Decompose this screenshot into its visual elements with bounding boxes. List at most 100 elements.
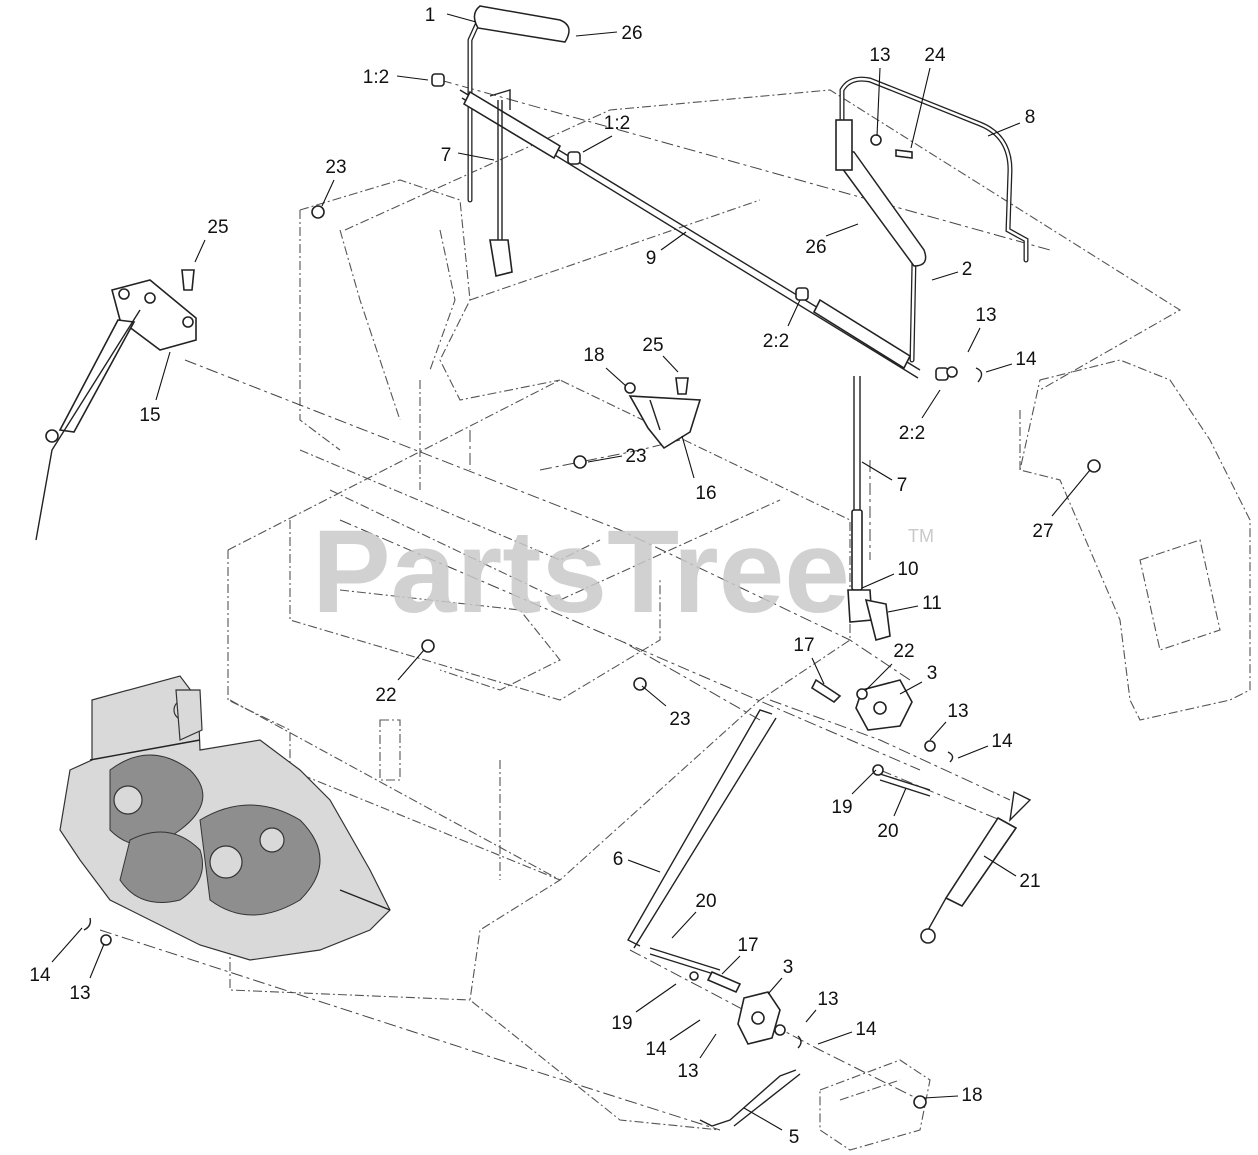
callout-label: 6: [613, 849, 624, 870]
callout-leader: [985, 363, 1013, 373]
callout-label: 2: [962, 259, 973, 280]
left-damper-assembly: [35, 269, 197, 541]
transaxle-drive-unit: [59, 675, 391, 961]
callout-leader: [861, 573, 895, 589]
callout-label: 26: [805, 237, 826, 258]
callout-label: 20: [695, 891, 716, 912]
callout-leader: [743, 1107, 783, 1131]
callout-leader: [457, 152, 495, 161]
callout-label: 23: [625, 446, 646, 467]
callout-label: 14: [1015, 349, 1037, 370]
callout-leader: [899, 681, 923, 695]
callout-leader: [671, 911, 697, 939]
u-linkage-rod: [699, 1069, 801, 1127]
callout-label: 14: [991, 731, 1013, 752]
callout-label: 13: [677, 1061, 698, 1082]
callout-label: 8: [1025, 107, 1036, 128]
callout-leader: [967, 327, 981, 353]
callout-label: 2:2: [899, 423, 925, 444]
callout-leader: [865, 663, 893, 691]
callout-leader: [582, 135, 613, 153]
callout-leader: [805, 1009, 817, 1023]
callout-label: 9: [646, 248, 657, 269]
callout-label: 7: [441, 145, 452, 166]
callout-leader: [396, 75, 429, 81]
callout-label: 25: [207, 217, 228, 238]
control-rod-upper: [489, 100, 513, 277]
callout-label: 15: [139, 405, 160, 426]
callout-leader: [641, 685, 667, 707]
callout-leader: [811, 657, 825, 685]
callout-leader: [397, 649, 425, 681]
callout-label: 25: [642, 335, 663, 356]
callout-leader: [923, 1095, 959, 1099]
callout-label: 1: [425, 5, 436, 26]
callout-leader: [605, 367, 627, 387]
callout-label: 18: [961, 1085, 982, 1106]
callout-leader: [825, 223, 859, 237]
callout-label: 16: [695, 483, 716, 504]
pivot-plate-lower: [649, 947, 802, 1049]
callout-label: 21: [1019, 871, 1040, 892]
callout-leader: [887, 605, 919, 613]
callout-label: 17: [793, 635, 814, 656]
left-control-lever: [467, 5, 570, 203]
callout-label: 3: [783, 957, 794, 978]
callout-leader: [957, 745, 989, 759]
callout-label: 18: [583, 345, 604, 366]
callout-leader: [721, 955, 741, 975]
callout-label: 17: [737, 935, 758, 956]
callout-label: 22: [375, 685, 396, 706]
pivot-plate-upper: [810, 678, 954, 797]
callout-label: 7: [897, 475, 908, 496]
callout-leader: [699, 1033, 717, 1059]
callout-label: 22: [893, 641, 914, 662]
callout-label: 23: [669, 709, 690, 730]
callout-leader: [321, 179, 335, 207]
callout-leader: [851, 769, 877, 795]
callout-leader: [987, 122, 1021, 137]
callout-label: 1:2: [363, 67, 389, 88]
callout-leader: [767, 977, 783, 995]
pedal-bracket: [573, 377, 702, 469]
callout-leader: [931, 271, 959, 281]
callout-leader: [861, 461, 893, 481]
callout-leader: [635, 983, 677, 1013]
callout-leader: [893, 787, 907, 817]
callout-label: 13: [947, 701, 968, 722]
callout-label: 14: [645, 1039, 667, 1060]
callout-leader: [921, 389, 941, 419]
callout-leader: [662, 355, 679, 373]
callout-label: 5: [789, 1127, 800, 1148]
callout-label: 13: [869, 45, 890, 66]
chassis-frame: [227, 89, 1251, 1151]
callout-label: 19: [611, 1013, 632, 1034]
callout-leader: [929, 721, 947, 741]
callout-label: 19: [831, 797, 852, 818]
callout-leader: [660, 231, 687, 251]
callout-label: 24: [924, 45, 946, 66]
callout-label: 20: [877, 821, 898, 842]
callout-leader: [575, 31, 618, 37]
linkage-rod-long: [627, 709, 777, 949]
callout-label: 11: [922, 593, 942, 614]
callout-leader: [876, 67, 881, 137]
assembly-lines: [99, 79, 1051, 1131]
callout-leader: [587, 455, 623, 463]
callout-label: 23: [325, 157, 346, 178]
callout-leader: [787, 299, 801, 327]
callout-leader: [983, 855, 1017, 877]
callout-label: 13: [817, 989, 838, 1010]
callout-leader: [910, 67, 931, 149]
control-rod-right: [847, 376, 891, 641]
callout-label: 2:2: [763, 331, 789, 352]
watermark-text: PartsTree: [312, 506, 850, 638]
watermark-trademark: TM: [908, 526, 934, 546]
callout-label: 13: [69, 983, 90, 1004]
callout-label: 14: [855, 1019, 877, 1040]
callout-leader: [446, 13, 477, 23]
callout-leader: [817, 1031, 853, 1045]
callout-label: 3: [927, 663, 938, 684]
